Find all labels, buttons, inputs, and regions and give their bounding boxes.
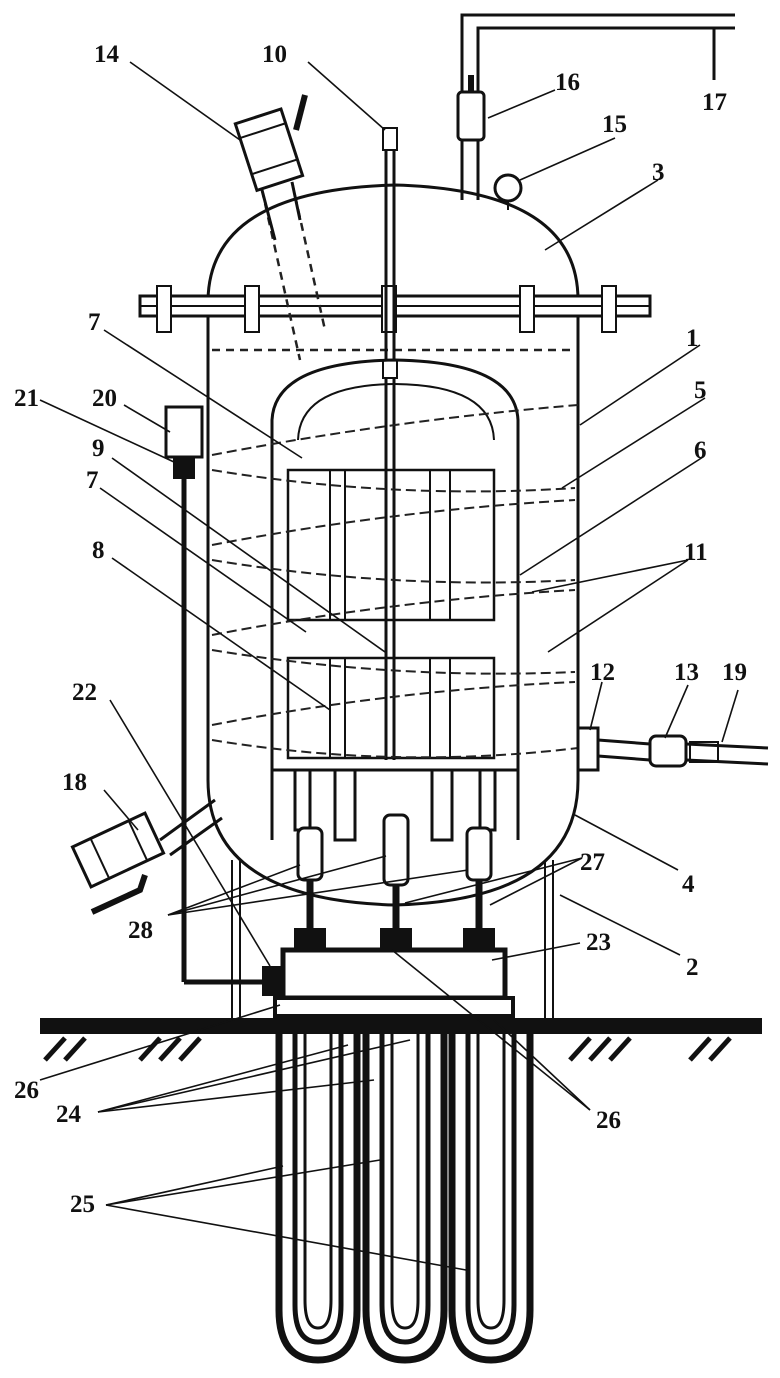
callout-24: 24	[56, 1101, 82, 1128]
callout-12: 12	[590, 659, 615, 686]
lower-paddle	[288, 658, 494, 758]
upper-paddle	[288, 470, 494, 620]
ground-loops	[279, 1034, 530, 1360]
callout-26-left: 26	[14, 1077, 39, 1104]
callout-7-upper: 7	[88, 309, 101, 336]
side-inlet	[578, 728, 768, 770]
callout-6: 6	[694, 437, 707, 464]
callout-7-lower: 7	[86, 467, 99, 494]
callout-9: 9	[92, 435, 105, 462]
callout-10: 10	[262, 41, 287, 68]
callout-16: 16	[555, 69, 580, 96]
sensor-wire	[166, 407, 286, 996]
callout-20: 20	[92, 385, 117, 412]
callout-8: 8	[92, 537, 105, 564]
pressure-gauge	[495, 175, 521, 201]
sensor-21	[173, 457, 195, 479]
callout-3: 3	[652, 159, 665, 186]
sensor-20	[166, 407, 202, 457]
valve-13	[650, 736, 686, 766]
fitting-12	[578, 728, 598, 770]
callout-1: 1	[686, 325, 699, 352]
ground	[40, 1018, 762, 1060]
control-box	[283, 950, 505, 998]
leader-lines	[40, 62, 738, 1270]
callout-19: 19	[722, 659, 747, 686]
callout-18: 18	[62, 769, 87, 796]
callout-11: 11	[684, 539, 708, 566]
callout-23: 23	[586, 929, 611, 956]
callout-5: 5	[694, 377, 707, 404]
callout-26-right: 26	[596, 1107, 621, 1134]
stirrer-shaft	[383, 128, 397, 760]
callout-2: 2	[686, 954, 699, 981]
callout-4: 4	[682, 871, 695, 898]
callout-14: 14	[94, 41, 120, 68]
callout-22: 22	[72, 679, 97, 706]
callout-13: 13	[674, 659, 699, 686]
heater-assembly	[275, 815, 513, 1016]
drain-valve	[72, 800, 222, 912]
callout-17: 17	[702, 89, 727, 116]
callout-27: 27	[580, 849, 605, 876]
callout-15: 15	[602, 111, 627, 138]
valve-16	[458, 92, 484, 140]
callout-28: 28	[128, 917, 153, 944]
callout-25: 25	[70, 1191, 95, 1218]
callout-21: 21	[14, 385, 39, 412]
